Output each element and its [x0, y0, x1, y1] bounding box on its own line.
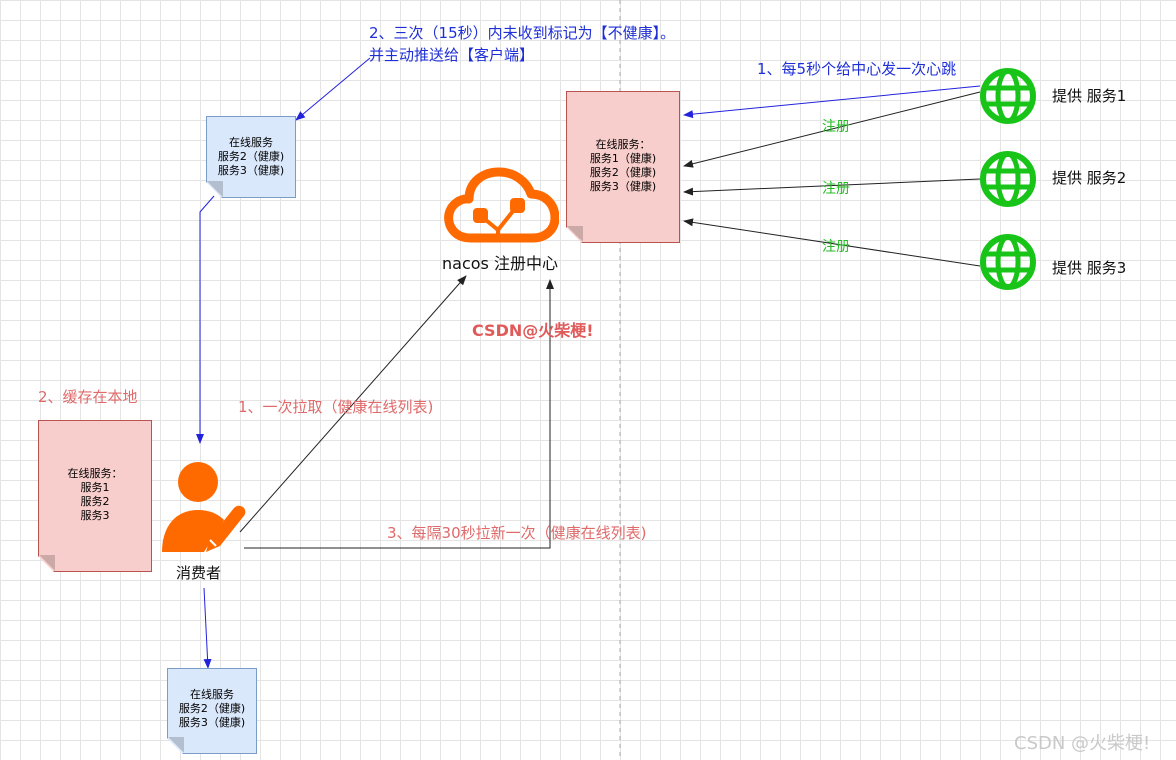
note-line: 服务2（健康)	[178, 702, 246, 715]
pull-every-arrow	[244, 279, 554, 549]
nacos-registry-node	[443, 166, 560, 244]
consumer-user-icon	[162, 462, 246, 552]
heartbeat-annotation: 1、每5秒个给中心发一次心跳	[757, 60, 957, 78]
consumer-to-note-arrow	[203, 587, 212, 669]
globe-icon	[980, 68, 1036, 124]
note-line: 服务2（健康)	[217, 150, 285, 163]
consumer-node	[160, 460, 246, 556]
note-line: 服务2（健康)	[589, 166, 657, 179]
provider-3-label: 提供 服务3	[1052, 259, 1127, 277]
provider-1-label: 提供 服务1	[1052, 87, 1127, 105]
globe-icon	[980, 234, 1036, 290]
register-label-2: 注册	[822, 181, 850, 197]
top-online-services-note: 在线服务 服务2（健康) 服务3（健康)	[206, 116, 296, 198]
note-line: 服务1（健康)	[589, 152, 657, 165]
note-line: 服务3	[80, 509, 110, 522]
note-line: 服务1	[80, 481, 110, 494]
registry-services-note: 在线服务： 服务1（健康) 服务2（健康) 服务3（健康)	[566, 91, 680, 243]
consumer-label: 消费者	[176, 564, 222, 582]
provider-1-globe	[979, 67, 1037, 125]
watermark: CSDN @火柴梗!	[1014, 733, 1151, 754]
note-line: 在线服务	[229, 136, 273, 149]
bottom-online-services-note: 在线服务 服务2（健康) 服务3（健康)	[167, 668, 257, 754]
register-label-1: 注册	[822, 119, 850, 135]
unhealthy-annotation: 2、三次（15秒）内未收到标记为【不健康】。 并主动推送给【客户端】	[369, 22, 675, 66]
pull-every-annotation: 3、每隔30秒拉新一次（健康在线列表)	[387, 524, 647, 542]
unhealthy-annotation-line1: 2、三次（15秒）内未收到标记为【不健康】。	[369, 24, 676, 42]
local-cache-note: 在线服务： 服务1 服务2 服务3	[38, 420, 152, 572]
note-line: 服务3（健康)	[589, 180, 657, 193]
cloud-network-icon	[444, 167, 560, 243]
heartbeat-arrow	[683, 85, 981, 119]
note-line: 在线服务：	[67, 467, 123, 480]
globe-icon	[980, 151, 1036, 207]
register-arrow-1	[683, 91, 981, 168]
pull-once-annotation: 1、一次拉取（健康在线列表)	[238, 398, 434, 416]
register-arrow-2	[683, 178, 981, 196]
note-line: 在线服务	[190, 688, 234, 701]
note-line: 在线服务：	[595, 138, 651, 151]
unhealthy-annotation-line2: 并主动推送给【客户端】	[369, 46, 535, 64]
nacos-label: nacos 注册中心	[442, 254, 558, 273]
push-arrow	[295, 57, 371, 121]
register-arrow-3	[683, 218, 981, 267]
pull-once-arrow	[239, 275, 467, 533]
provider-2-label: 提供 服务2	[1052, 169, 1127, 187]
provider-2-globe	[979, 150, 1037, 208]
note-line: 服务3（健康)	[178, 716, 246, 729]
brand-annotation: CSDN@火柴梗!	[472, 321, 594, 340]
provider-3-globe	[979, 233, 1037, 291]
note-line: 服务2	[80, 495, 110, 508]
cache-local-annotation: 2、缓存在本地	[38, 388, 138, 406]
note-line: 服务3（健康)	[217, 164, 285, 177]
note-to-consumer-arrow	[196, 195, 215, 444]
register-label-3: 注册	[822, 239, 850, 255]
